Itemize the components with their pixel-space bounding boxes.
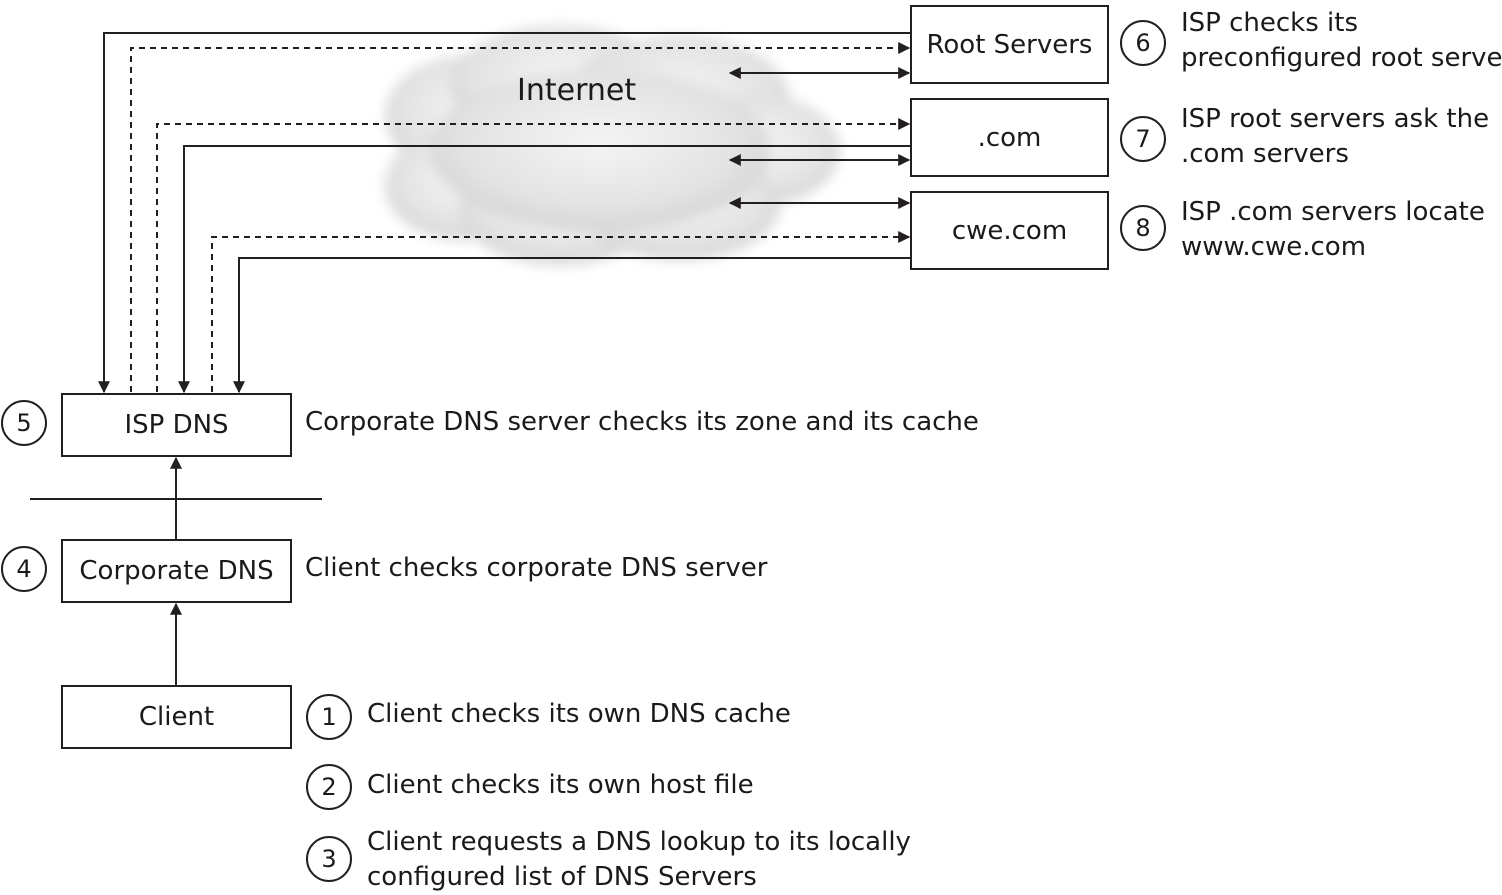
isp-dns-box: ISP DNS (61, 393, 292, 457)
step-3-number: 3 (306, 836, 352, 882)
cwe-servers-box: cwe.com (910, 191, 1109, 270)
internet-label: Internet (517, 73, 637, 108)
cwe-query-line (211, 231, 911, 392)
root-query-line (130, 42, 911, 392)
step-6-text: ISP checks its preconfigured root server… (1181, 8, 1502, 73)
step-2-text: Client checks its own host file (367, 770, 754, 800)
com-servers-box: .com (910, 98, 1109, 177)
isp-dns-label: ISP DNS (124, 410, 229, 440)
step-4-number: 4 (1, 546, 47, 592)
step-1-text: Client checks its own DNS cache (367, 699, 791, 729)
client-box: Client (61, 685, 292, 749)
step-6-number: 6 (1120, 20, 1166, 66)
cwe-servers-label: cwe.com (951, 215, 1068, 246)
step-1-number: 1 (306, 694, 352, 740)
corporate-dns-box: Corporate DNS (61, 539, 292, 603)
step-8-text: ISP .com servers locate www.cwe.com (1181, 197, 1485, 262)
com-query-line (156, 118, 911, 392)
step-8-number: 8 (1120, 205, 1166, 251)
root-response-line (98, 32, 911, 394)
client-label: Client (138, 702, 215, 732)
step-5-text: Corporate DNS server checks its zone and… (305, 407, 979, 437)
step-3-text: Client requests a DNS lookup to its loca… (367, 827, 911, 892)
internet-cloud (385, 25, 840, 265)
step-2-number: 2 (306, 764, 352, 810)
com-response-line (178, 145, 911, 394)
com-servers-label: .com (977, 122, 1042, 153)
step-7-text: ISP root servers ask the .com servers (1181, 104, 1490, 169)
cwe-response-line (233, 257, 911, 394)
step-5-number: 5 (1, 400, 47, 446)
corporate-dns-label: Corporate DNS (79, 556, 274, 586)
root-servers-label: Root Servers (926, 29, 1093, 60)
step-7-number: 7 (1120, 116, 1166, 162)
step-4-text: Client checks corporate DNS server (305, 553, 768, 583)
root-servers-box: Root Servers (910, 5, 1109, 84)
